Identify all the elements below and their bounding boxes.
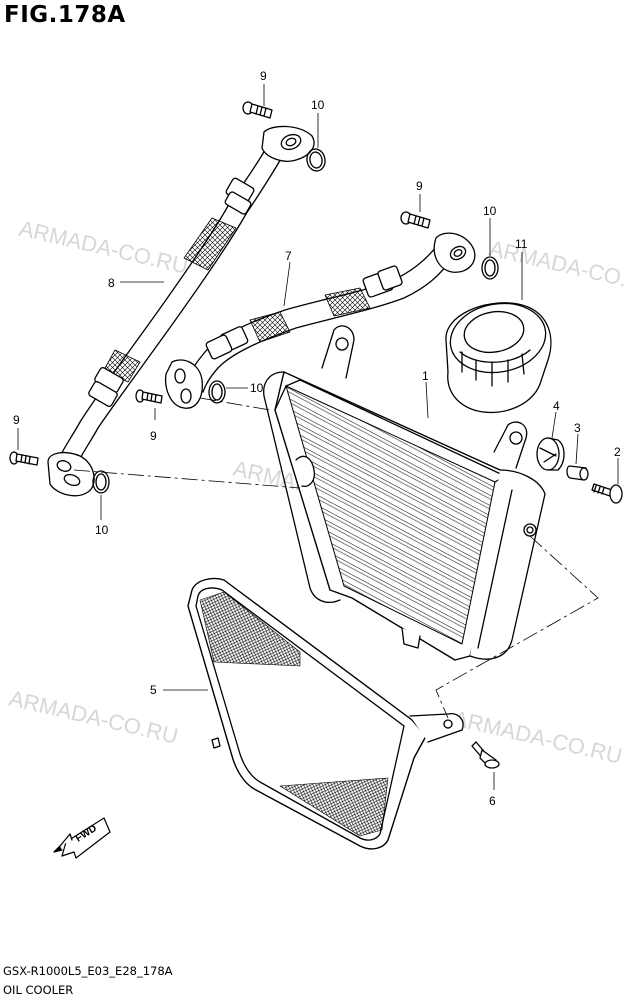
o-ring-10 xyxy=(92,470,110,494)
callout-5: 5 xyxy=(150,683,157,697)
figure-name: OIL COOLER xyxy=(3,983,74,997)
callout-9: 9 xyxy=(416,179,423,193)
callout-7: 7 xyxy=(285,249,292,263)
leader-lines xyxy=(17,84,619,790)
oil-hose-7 xyxy=(164,232,476,409)
callout-2: 2 xyxy=(614,445,621,459)
figure-title: FIG.178A xyxy=(4,2,126,28)
callout-10: 10 xyxy=(483,204,497,218)
callout-10: 10 xyxy=(311,98,325,112)
callout-11: 11 xyxy=(515,237,528,251)
bolt-9-middle xyxy=(400,211,431,229)
callout-9: 9 xyxy=(260,69,267,83)
callout-4: 4 xyxy=(553,399,560,413)
watermark-text: ARMADA-CO.RU xyxy=(17,216,191,279)
o-ring-10 xyxy=(481,256,499,280)
o-ring-10 xyxy=(208,380,226,404)
callout-10: 10 xyxy=(95,523,109,537)
oil-filter xyxy=(445,302,552,414)
bolt-6 xyxy=(471,741,500,769)
bolt-9-lower xyxy=(135,389,163,404)
callout-6: 6 xyxy=(489,794,496,808)
bolt-9-left xyxy=(9,451,39,466)
bolt-9-top xyxy=(242,101,273,119)
plug-4 xyxy=(536,437,565,471)
callout-8: 8 xyxy=(108,276,115,290)
o-ring-10 xyxy=(306,148,326,172)
callouts: 9 10 9 10 11 8 7 1 10 9 9 4 3 2 10 5 6 F… xyxy=(13,69,621,845)
oil-hose-8 xyxy=(47,125,315,497)
bolt-2 xyxy=(591,483,623,504)
callout-10: 10 xyxy=(250,381,264,395)
watermark-text: ARMADA-CO.RU xyxy=(487,236,626,299)
oil-cooler-guard xyxy=(187,577,464,850)
callout-9: 9 xyxy=(150,429,157,443)
callout-3: 3 xyxy=(574,421,581,435)
fwd-arrow-icon xyxy=(53,817,111,859)
oil-cooler-core xyxy=(263,325,546,661)
spacer-3 xyxy=(566,465,589,481)
figure-code: GSX-R1000L5_E03_E28_178A xyxy=(3,964,173,978)
watermark-text: ARMADA-CO.RU xyxy=(451,706,625,769)
callout-1: 1 xyxy=(422,369,429,383)
callout-9: 9 xyxy=(13,413,20,427)
